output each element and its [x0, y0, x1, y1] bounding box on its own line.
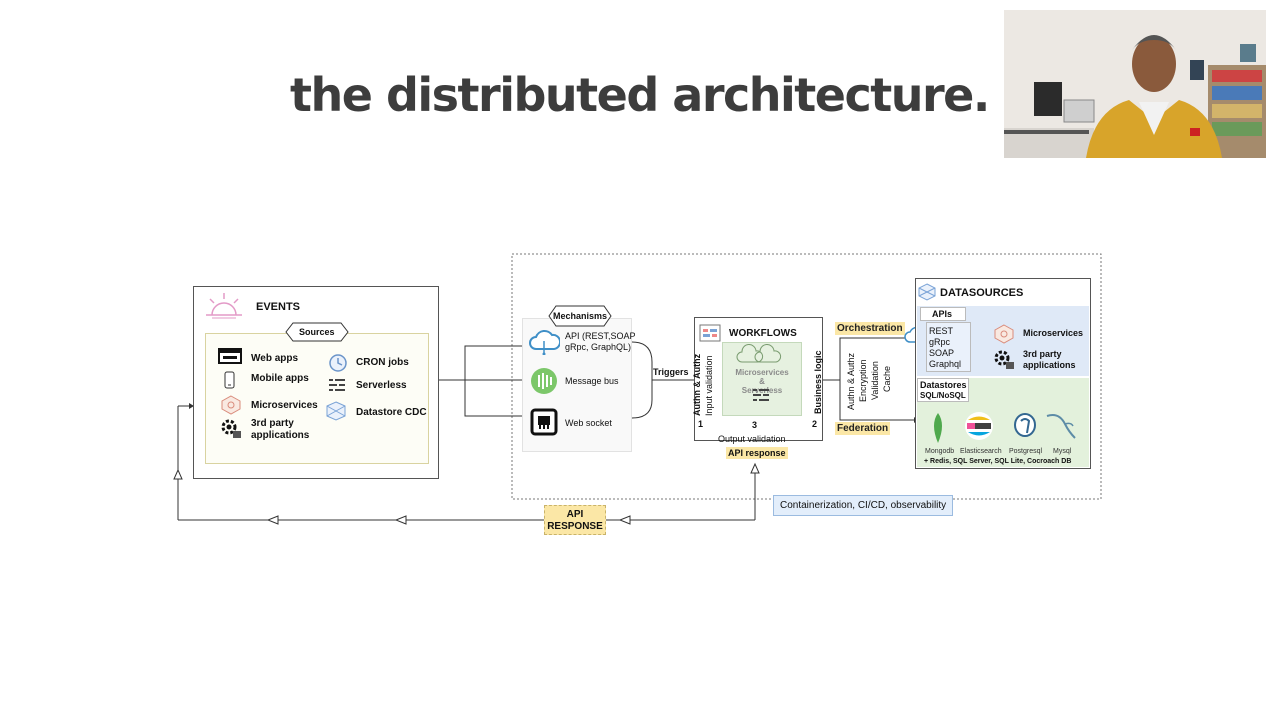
mobile-icon: [224, 371, 235, 389]
elasticsearch-icon: [965, 412, 993, 440]
events-panel: EVENTS Sources Web apps Mobile apps Micr…: [193, 286, 439, 479]
api-types: REST gRpc SOAP Graphql: [929, 326, 962, 369]
postgresql-icon: [1014, 413, 1036, 437]
db-mongodb: Mongodb: [925, 448, 955, 455]
apis-label: APIs: [920, 307, 967, 321]
workflows-num-1: 1: [698, 419, 704, 429]
sun-icon: [206, 293, 242, 319]
events-item-serverless: Serverless: [356, 380, 407, 391]
mechanism-web-socket: Web socket: [565, 418, 612, 428]
sources-tag: [285, 322, 349, 342]
workflows-api-response: API response: [726, 447, 788, 459]
datastores-label-box: [917, 378, 969, 402]
sources-label: Sources: [299, 327, 335, 337]
containerization-label: Containerization, CI/CD, observability: [773, 495, 954, 516]
middle-validation: Validation: [870, 361, 880, 400]
workflows-business-logic: Business logic: [813, 350, 823, 414]
clouds-icon: [736, 344, 782, 363]
events-item-3rd-party: 3rd party applications: [251, 418, 310, 441]
db-postgresql: Postgresql: [1009, 448, 1043, 455]
serverless-icon-small: [753, 389, 769, 401]
events-item-cron-jobs: CRON jobs: [356, 357, 409, 368]
datastore-cdc-icon: [326, 401, 346, 421]
triggers-label: Triggers: [653, 367, 689, 377]
datastores-sub: SQL/NoSQL: [920, 391, 966, 400]
workflows-num-2: 2: [812, 419, 818, 429]
workflows-input-validation: Input validation: [704, 355, 714, 416]
db-more: + Redis, SQL Server, SQL Lite, Cocroach …: [924, 458, 1072, 465]
microservices-icon-ds: [994, 324, 1014, 344]
db-elasticsearch: Elasticsearch: [960, 448, 1002, 455]
datasources-heading: DATASOURCES: [940, 287, 1024, 299]
events-item-datastore-cdc: Datastore CDC: [356, 407, 427, 418]
orchestration-label: Orchestration: [835, 322, 905, 335]
middle-authn: Authn & Authz: [846, 352, 856, 410]
mysql-icon: [1046, 414, 1076, 439]
browser-icon: [218, 348, 242, 364]
presenter-video: [1004, 10, 1266, 158]
sources-panel: [205, 333, 429, 464]
events-item-web-apps: Web apps: [251, 353, 299, 364]
ds-third-party: 3rd party applications: [1023, 349, 1076, 370]
web-socket-icon: [530, 408, 558, 436]
gear-icon-ds: [994, 350, 1014, 369]
mechanism-api: API (REST,SOAP gRpc, GraphQL): [565, 331, 636, 352]
message-bus-icon: [531, 368, 557, 394]
events-heading: EVENTS: [256, 301, 301, 313]
ds-microservices: Microservices: [1023, 328, 1084, 338]
api-response-bottom: API RESPONSE: [544, 505, 606, 535]
workflows-heading: WORKFLOWS: [729, 328, 797, 339]
datastores-label: Datastores: [920, 380, 967, 390]
middle-encryption: Encryption: [858, 359, 868, 402]
gear-icon: [221, 419, 241, 438]
middle-cache: Cache: [882, 365, 892, 392]
api-types-box: [926, 322, 971, 372]
cron-icon: [329, 354, 347, 372]
events-item-microservices: Microservices: [251, 400, 318, 411]
federation-label: Federation: [835, 422, 891, 435]
workflows-num-3: 3: [752, 420, 758, 430]
serverless-icon: [329, 379, 345, 391]
workflows-output-validation: Output validation: [718, 434, 786, 444]
workflows-authn: Authn & Authz: [692, 353, 702, 416]
db-mysql: Mysql: [1053, 448, 1072, 455]
datasources-icon: [918, 283, 936, 301]
events-item-mobile-apps: Mobile apps: [251, 373, 309, 384]
mechanisms-tag: [548, 305, 612, 327]
mechanisms-label: Mechanisms: [553, 311, 608, 321]
slide-title: the distributed architecture.: [290, 68, 990, 122]
mechanism-message-bus: Message bus: [565, 376, 619, 386]
workflows-icon: [699, 324, 721, 342]
mongodb-icon: [934, 413, 942, 443]
microservices-icon: [221, 395, 241, 415]
cloud-api-icon: [529, 330, 560, 355]
